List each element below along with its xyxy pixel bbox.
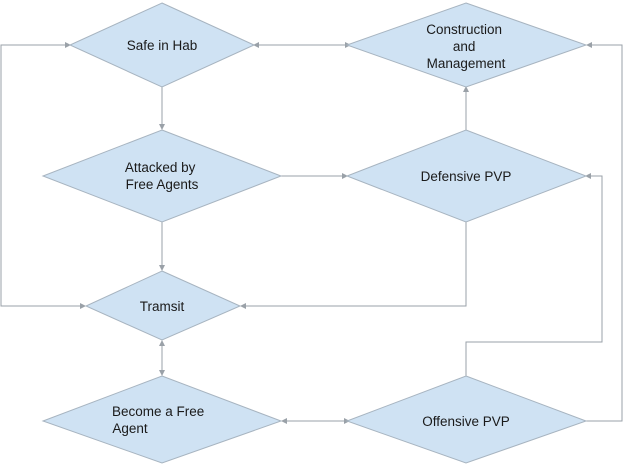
decision-diamond [345,129,588,223]
decision-diamond [68,2,256,88]
edge-transit-safe [0,42,86,309]
node-label: Construction and Management [426,22,506,71]
edge-attacked-transit [159,222,165,271]
node-label: Offensive PVP [422,414,510,429]
edge-become-offensive [281,418,350,424]
edge-defensive-construction [463,86,469,130]
edge-safe-attacked [159,86,165,130]
node-defensive-pvp: Defensive PVP [345,129,588,223]
node-label: Become a Free Agent [112,404,208,436]
node-offensive-pvp: Offensive PVP [345,375,588,464]
decision-diamond [345,2,588,88]
node-label: Defensive PVP [421,169,512,184]
decision-diamond [41,375,283,464]
node-tramsit: Tramsit [84,270,242,341]
node-label: Tramsit [140,299,185,314]
edge-transit-become [159,340,165,376]
edge-offensive-defensive [465,173,603,376]
node-attacked-by-free-agents: Attacked by Free Agents [41,129,283,223]
edge-attacked-defensive [281,173,348,179]
edge-defensive-transit [240,222,467,309]
edges [0,42,623,424]
node-label: Safe in Hab [127,38,198,53]
node-become-a-free-agent: Become a Free Agent [41,375,283,464]
edge-safe-construction [253,42,351,48]
decision-diamond [41,129,283,223]
decision-diamond [345,375,588,464]
decision-diamond [84,270,242,341]
node-safe-in-hab: Safe in Hab [68,2,256,88]
node-label: Attacked by Free Agents [125,160,199,192]
edge-offensive-construction [586,42,623,422]
node-construction-and-management: Construction and Management [345,2,588,88]
